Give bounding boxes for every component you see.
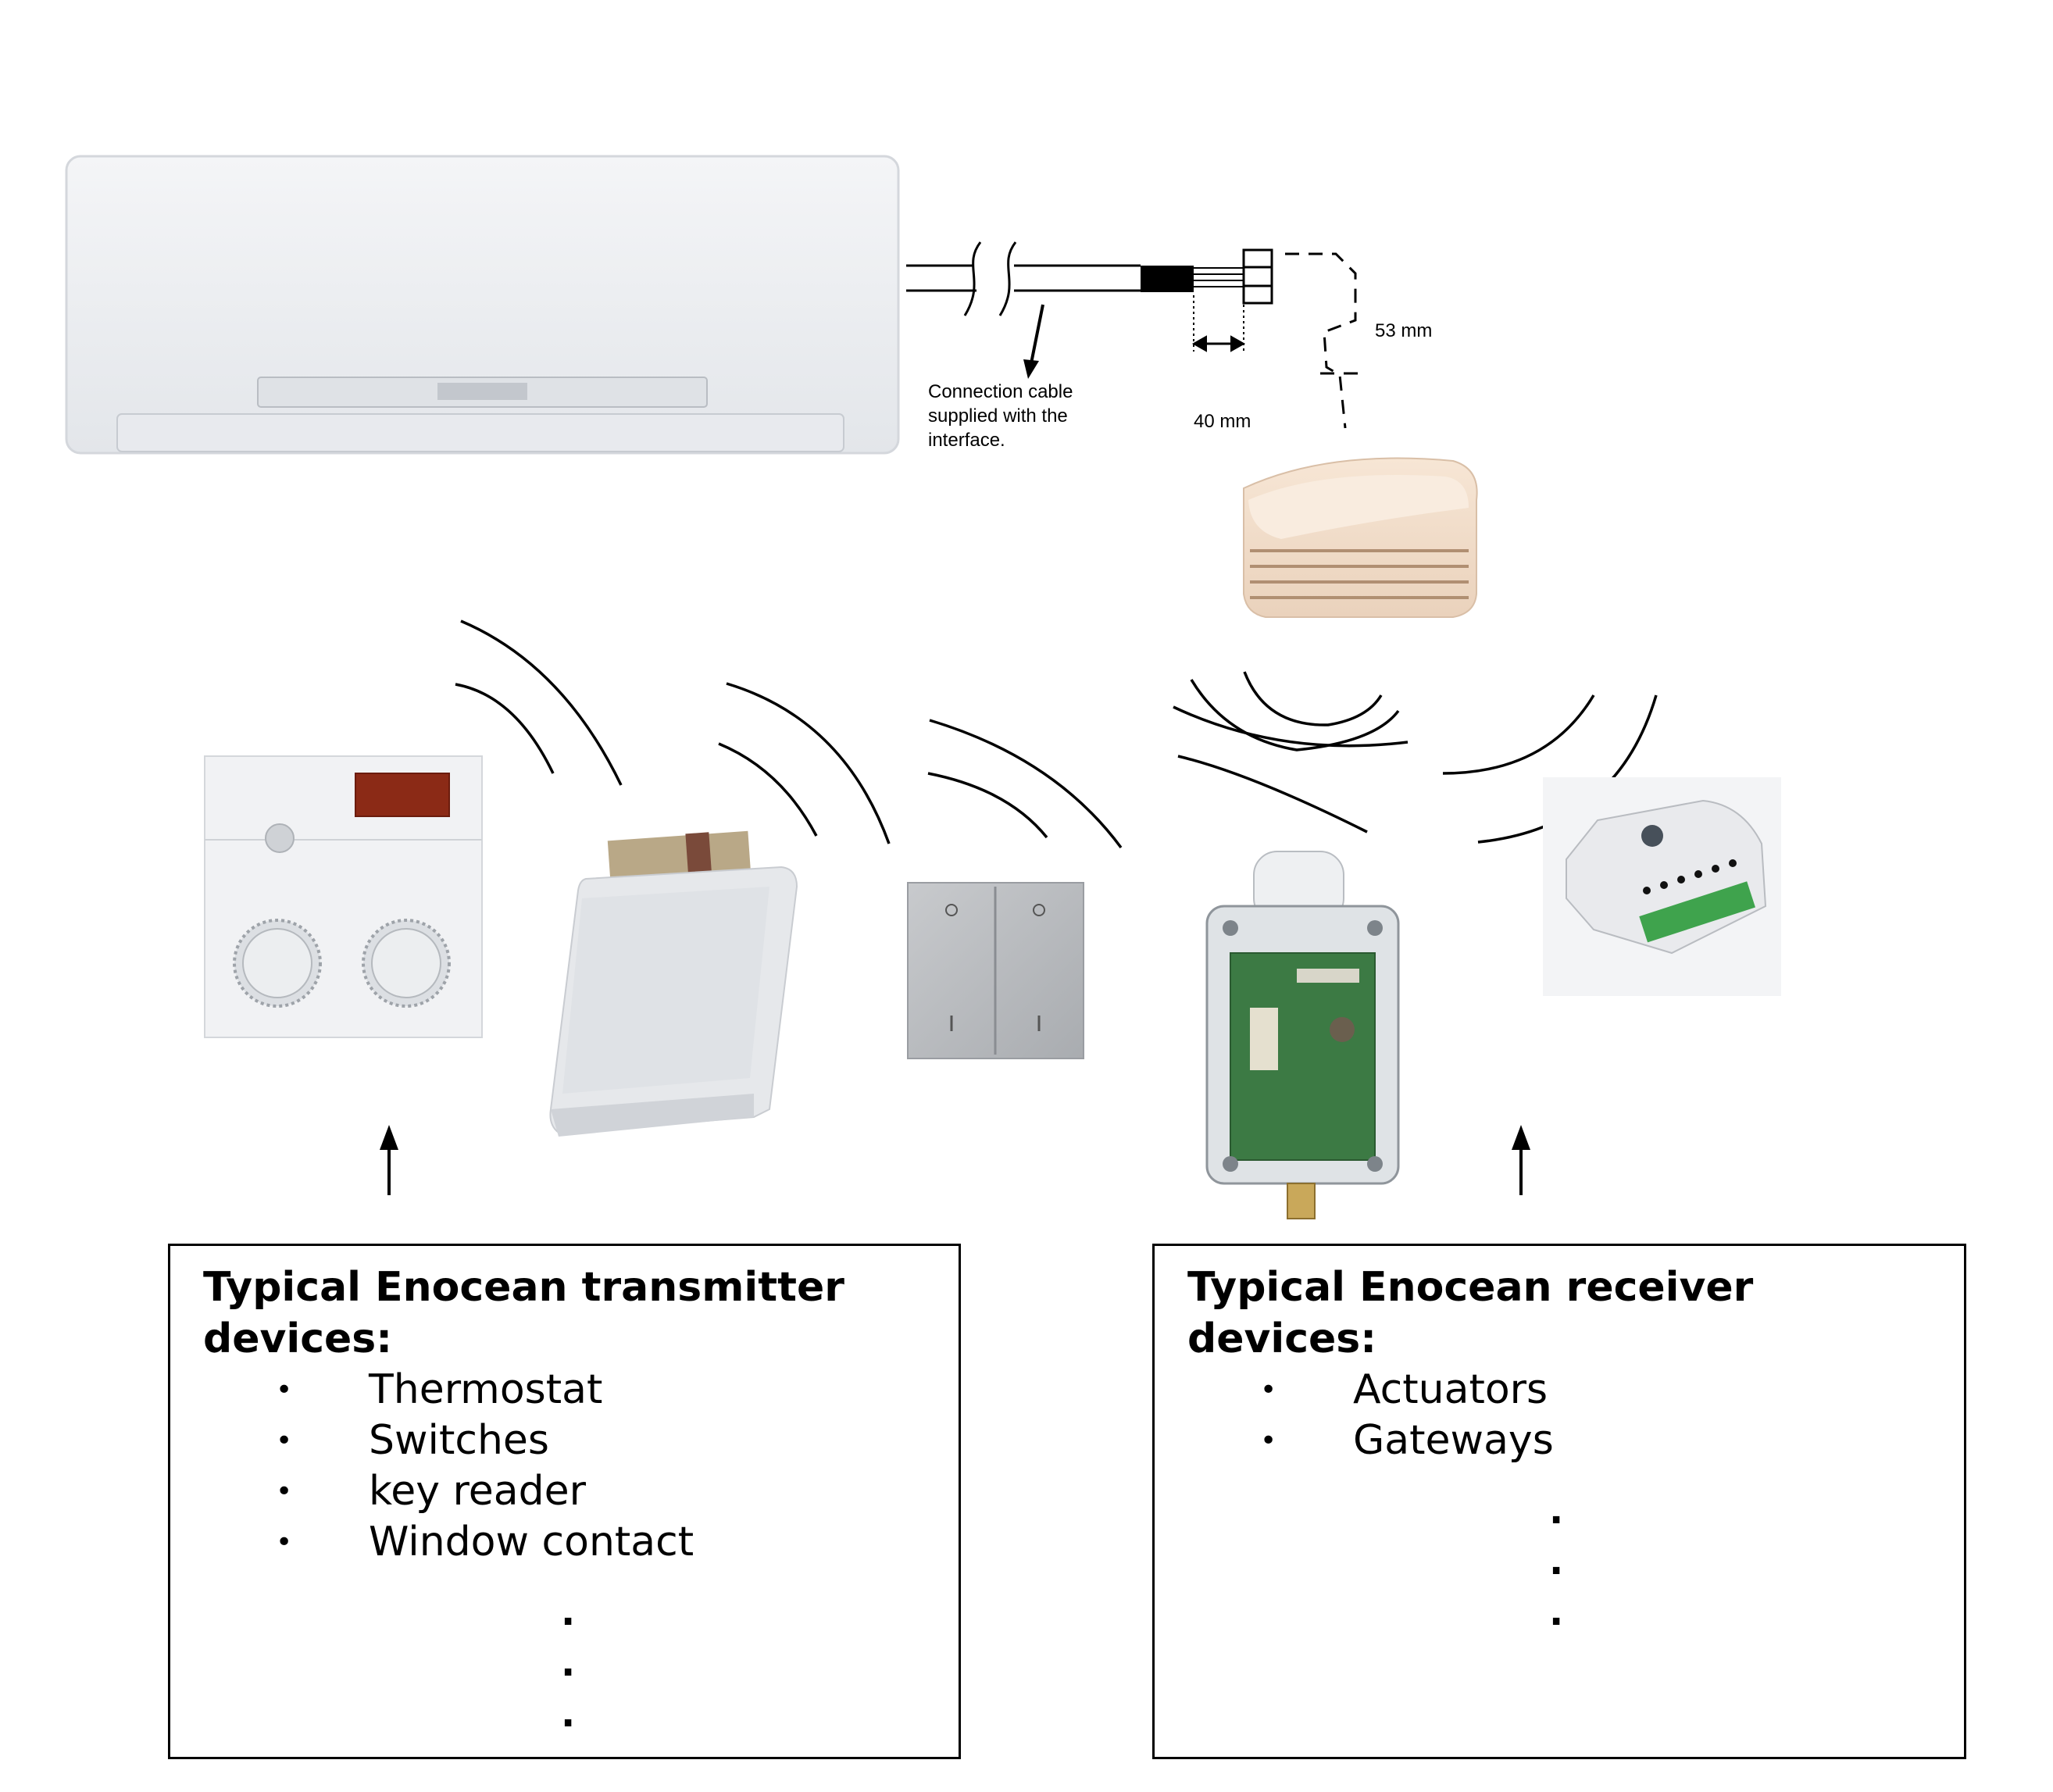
title-word: Typical — [1187, 1264, 1345, 1311]
dimension-40mm-label: 40 mm — [1194, 411, 1251, 432]
ellipsis-dot: . — [561, 1590, 576, 1634]
ellipsis-dot: . — [561, 1692, 576, 1736]
cable-sleeve — [1141, 266, 1194, 292]
transmitter-box-title: Typical Enocean transmitter — [203, 1262, 927, 1313]
list-item: • key reader — [203, 1466, 927, 1517]
list-item-label: Switches — [369, 1417, 550, 1464]
list-item: • Gateways — [1187, 1415, 1933, 1466]
title-word: Typical — [203, 1264, 361, 1311]
receiver-device-list: • Actuators • Gateways — [1187, 1365, 1933, 1466]
transmitter-up-arrow — [380, 1125, 398, 1195]
ellipsis-dot: . — [561, 1641, 576, 1685]
list-item: • Actuators — [1187, 1365, 1933, 1415]
ellipsis-dot: . — [1549, 1489, 1564, 1533]
receiver-box-title-line2: devices: — [1187, 1315, 1377, 1362]
ellipsis-dot: . — [1549, 1590, 1564, 1634]
transmitter-box-title-line2: devices: — [203, 1315, 393, 1362]
title-word: Enocean — [375, 1264, 568, 1311]
receiver-devices-box: Typical Enocean receiver devices: • Actua… — [1152, 1244, 1966, 1759]
transmitter-devices-box: Typical Enocean transmitter devices: • Th… — [168, 1244, 961, 1759]
title-word: transmitter — [581, 1264, 844, 1311]
list-item: • Window contact — [203, 1517, 927, 1568]
cable-wires — [1194, 267, 1244, 287]
enocean-gateway-module — [1205, 851, 1400, 1219]
dashed-plug-path — [1285, 252, 1359, 429]
bullet-icon: • — [276, 1526, 293, 1558]
transmitter-device-list: • Thermostat • Switches • key reader • Windo… — [203, 1365, 927, 1568]
dimension-40mm-marker — [1191, 295, 1246, 352]
receiver-box-title: Typical Enocean receiver — [1187, 1262, 1933, 1313]
title-word: receiver — [1566, 1264, 1754, 1311]
bullet-icon: • — [276, 1425, 293, 1457]
title-word: Enocean — [1359, 1264, 1552, 1311]
list-item-label: Window contact — [369, 1519, 694, 1565]
cable-note-line: interface. — [928, 430, 1005, 451]
list-item-label: Thermostat — [369, 1366, 603, 1413]
bullet-icon: • — [1260, 1374, 1277, 1406]
cable-note: Connection cable supplied with the inter… — [928, 380, 1073, 452]
cable-note-line: supplied with the — [928, 405, 1068, 427]
radio-waves — [455, 619, 1658, 849]
dimension-53mm-label: 53 mm — [1375, 320, 1433, 341]
double-rocker-switch — [907, 882, 1084, 1059]
receiver-up-arrow — [1512, 1125, 1530, 1195]
connection-cable — [906, 241, 1141, 316]
list-item-label: Actuators — [1353, 1366, 1548, 1413]
list-item-label: Gateways — [1353, 1417, 1554, 1464]
ellipsis-dot: . — [1549, 1540, 1564, 1583]
enocean-interface-box — [1243, 457, 1478, 618]
bullet-icon: • — [276, 1374, 293, 1406]
list-item: • Switches — [203, 1415, 927, 1466]
cable-note-line: Connection cable — [928, 381, 1073, 402]
key-card-reader — [549, 830, 798, 1137]
enocean-actuator-module — [1543, 777, 1781, 996]
list-item: • Thermostat — [203, 1365, 927, 1415]
cable-callout-arrow — [1023, 304, 1044, 379]
bullet-icon: • — [276, 1476, 293, 1508]
connector-plug — [1242, 248, 1273, 305]
thermostat-device — [204, 755, 483, 1038]
bullet-icon: • — [1260, 1425, 1277, 1457]
list-item-label: key reader — [369, 1468, 587, 1515]
air-conditioner-unit — [65, 155, 900, 455]
